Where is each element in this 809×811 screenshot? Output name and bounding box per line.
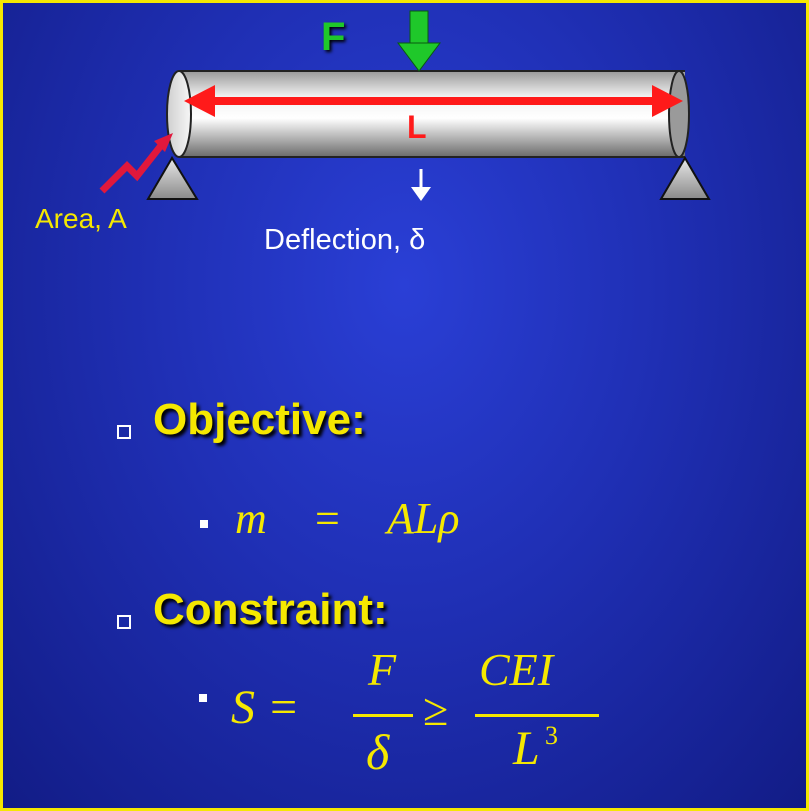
area-label: Area, A bbox=[35, 203, 127, 234]
beam-right-end bbox=[668, 70, 690, 158]
objective-formula-eq: = bbox=[315, 494, 340, 543]
length-label: L bbox=[407, 109, 427, 145]
fraction2-numerator: CEI bbox=[479, 644, 554, 695]
constraint-heading: Constraint: bbox=[153, 585, 388, 634]
constraint-lhs: S = bbox=[231, 681, 300, 734]
fraction1-numerator: F bbox=[368, 644, 397, 695]
fraction1-denominator: δ bbox=[366, 724, 390, 780]
area-arrow bbox=[99, 133, 173, 194]
constraint-formula-bullet bbox=[199, 694, 207, 702]
right-support-triangle bbox=[659, 156, 711, 200]
objective-formula-rhs: ALρ bbox=[387, 494, 460, 543]
length-arrow bbox=[184, 85, 683, 117]
objective-formula-bullet bbox=[200, 520, 208, 528]
left-support-triangle bbox=[146, 156, 199, 200]
beam-diagram bbox=[99, 10, 711, 201]
fraction2-denominator-exponent: 3 bbox=[545, 721, 558, 750]
constraint-bullet bbox=[117, 615, 131, 629]
beam bbox=[179, 71, 685, 157]
fraction2-bar bbox=[475, 714, 599, 717]
deflection-arrow bbox=[411, 169, 431, 201]
fraction1-bar bbox=[353, 714, 413, 717]
force-arrow bbox=[397, 10, 441, 72]
force-label: F bbox=[321, 15, 346, 59]
beam-left-end-face bbox=[166, 70, 192, 158]
objective-heading: Objective: bbox=[153, 395, 366, 444]
deflection-label: Deflection, δ bbox=[264, 224, 426, 256]
objective-bullet bbox=[117, 425, 131, 439]
fraction2-denominator: L bbox=[513, 722, 540, 775]
inequality-sign: ≥ bbox=[423, 684, 449, 735]
objective-formula-lhs: m bbox=[235, 494, 267, 543]
